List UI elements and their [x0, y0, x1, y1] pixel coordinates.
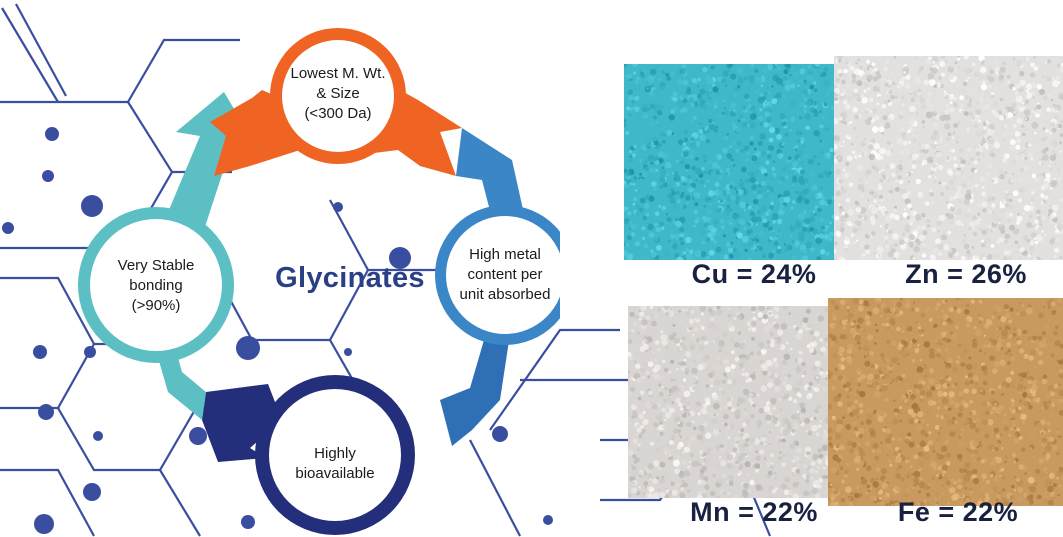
- sample-swatch-mn: [628, 306, 828, 498]
- arrow-right-lower: [440, 334, 510, 446]
- glycinate-benefit-cycle: [78, 28, 560, 535]
- node-bottom-circle: [255, 375, 415, 535]
- node-left-line-1: Very Stable: [117, 257, 195, 274]
- node-left-line-2: bonding: [129, 277, 183, 294]
- center-label: Glycinates: [275, 262, 425, 294]
- node-bottom-line-1: Highly: [314, 445, 356, 462]
- node-right-line-3: unit absorbed: [459, 286, 551, 303]
- node-top-line-3: (<300 Da): [304, 105, 372, 122]
- granule-texture: [624, 64, 834, 260]
- node-top-circle: [270, 28, 406, 164]
- arrow-bottom-to-left: [202, 384, 282, 462]
- node-left-label: Very Stable bonding (>90%): [81, 256, 231, 316]
- granule-texture: [828, 298, 1063, 506]
- node-top-line-2: & Size: [316, 85, 360, 102]
- node-right-label: High metal content per unit absorbed: [430, 245, 580, 305]
- node-left-line-3: (>90%): [131, 297, 181, 314]
- sample-label-fe: Fe = 22%: [897, 497, 1019, 527]
- node-bottom-line-2: bioavailable: [295, 465, 375, 482]
- sample-label-zn: Zn = 26%: [905, 259, 1027, 289]
- granule-texture: [834, 56, 1063, 260]
- node-right-line-1: High metal: [469, 246, 541, 263]
- sample-swatch-zn: [834, 56, 1063, 260]
- sample-label-mn: Mn = 22%: [690, 497, 818, 527]
- sample-swatch-fe: [828, 298, 1063, 506]
- granule-texture: [628, 306, 828, 498]
- node-left-circle: [78, 207, 234, 363]
- node-top-label: Lowest M. Wt. & Size (<300 Da): [263, 64, 413, 124]
- sample-swatch-cu: [624, 64, 834, 260]
- node-right-circle: [435, 205, 560, 345]
- sample-label-cu: Cu = 24%: [691, 259, 817, 289]
- node-bottom-label: Highly bioavailable: [260, 444, 410, 484]
- node-right-line-2: content per: [467, 266, 543, 283]
- node-top-line-1: Lowest M. Wt.: [290, 65, 386, 82]
